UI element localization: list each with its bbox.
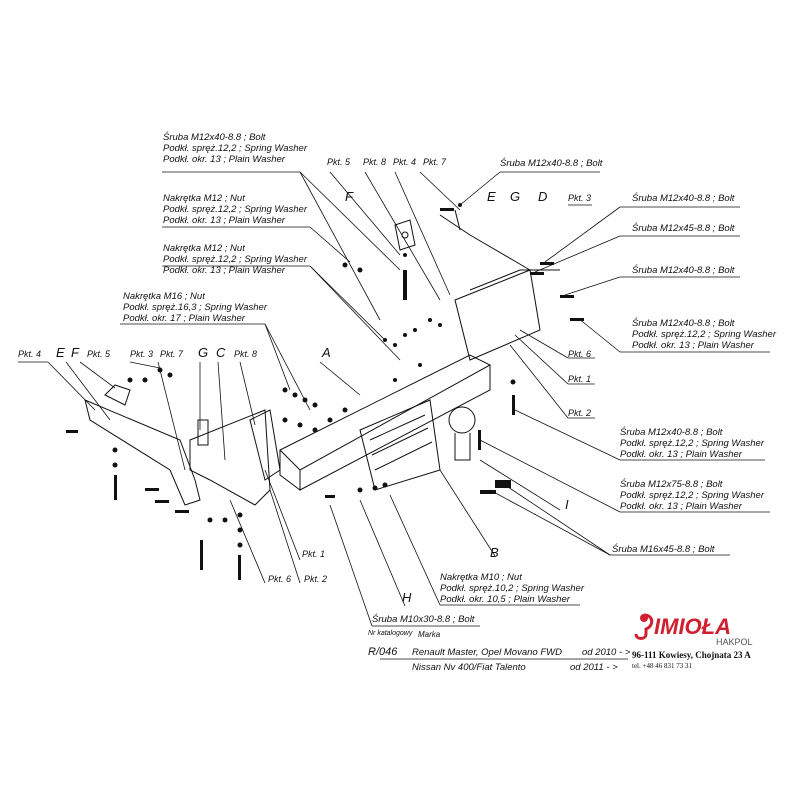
pkt-7-top: Pkt. 7: [423, 157, 447, 167]
pkt-4-left: Pkt. 4: [18, 349, 42, 359]
pkt-5-left: Pkt. 5: [87, 349, 111, 359]
pkt-2-right: Pkt. 2: [568, 408, 592, 418]
callout-line: Podkł. okr. 13 ; Plain Washer: [163, 265, 285, 276]
callout-line: Podkł. okr. 13 ; Plain Washer: [620, 501, 742, 512]
callout-line: Podkł. spręż.12,2 ; Spring Washer: [163, 204, 307, 215]
callout-bolt-m10x30: Śruba M10x30-8.8 ; Bolt: [372, 614, 474, 625]
part-letter-e-left: E: [56, 345, 65, 360]
vehicle-model-1: Renault Master, Opel Movano FWD: [412, 647, 562, 658]
vehicle-date-2: od 2011 - >: [570, 662, 618, 673]
callout-bolt-m12x40-r2: Śruba M12x40-8.8 ; Bolt: [632, 265, 734, 276]
callout-line: Podkł. spręż.12,2 ; Spring Washer: [620, 438, 764, 449]
part-letter-d: D: [538, 189, 548, 204]
pkt-3-right: Pkt. 3: [568, 193, 592, 203]
callout-line: Podkł. spręż.12,2 ; Spring Washer: [163, 143, 307, 154]
callout-line: Podkł. spręż.12,2 ; Spring Washer: [632, 329, 776, 340]
pkt-8-left: Pkt. 8: [234, 349, 258, 359]
pkt-5-top: Pkt. 5: [327, 157, 351, 167]
callout-line: Podkł. okr. 13 ; Plain Washer: [620, 449, 742, 460]
part-letter-e-right: E: [487, 189, 496, 204]
catalog-code: R/046: [368, 646, 398, 658]
part-letter-b: B: [490, 545, 499, 560]
part-letter-a: A: [322, 345, 331, 360]
callout-line: Śruba M16x45-8.8 ; Bolt: [612, 544, 715, 555]
callout-line: Podkł. okr. 13 ; Plain Washer: [632, 340, 754, 351]
callout-bolt-m12x45-r: Śruba M12x45-8.8 ; Bolt: [632, 223, 734, 234]
brand-phone: tel. +48 46 831 73 31: [632, 662, 692, 670]
part-letter-c: C: [216, 345, 226, 360]
vehicle-date-1: od 2010 - >: [582, 647, 631, 658]
callout-nut-m12-a: Nakrętka M12 ; Nut Podkł. spręż.12,2 ; S…: [163, 193, 307, 226]
callout-bolt-m12x40-r4: Śruba M12x40-8.8 ; Bolt Podkł. spręż.12,…: [620, 427, 764, 460]
callout-bolt-m12x40-top2: Śruba M12x40-8.8 ; Bolt: [500, 158, 602, 169]
callout-nut-m16: Nakrętka M16 ; Nut Podkł. spręż.16,3 ; S…: [123, 291, 267, 324]
crossbar-a: [279, 354, 492, 491]
catalog-number-label: Nr katalogowy: [368, 630, 413, 637]
callout-line: Podkł. okr. 17 ; Plain Washer: [123, 313, 245, 324]
part-letter-i: I: [565, 497, 569, 512]
callout-line: Śruba M12x40-8.8 ; Bolt: [632, 193, 735, 204]
callout-line: Śruba M12x45-8.8 ; Bolt: [632, 223, 735, 234]
brand-subname: HAKPOL: [716, 637, 753, 647]
right-bracket: [454, 269, 541, 361]
pkt-3-left: Pkt. 3: [130, 349, 154, 359]
callout-bolt-m12x40-top: Śruba M12x40-8.8 ; Bolt Podkł. spręż.12,…: [163, 132, 307, 165]
pkt-8-top: Pkt. 8: [363, 157, 387, 167]
mounting-plate-b: [359, 399, 441, 491]
callout-line: Śruba M12x40-8.8 ; Bolt: [500, 158, 603, 169]
part-letter-h: H: [402, 590, 412, 605]
pkt-6-bottom: Pkt. 6: [268, 574, 292, 584]
part-letter-f-left: F: [71, 345, 79, 360]
callout-line: Śruba M12x75-8.8 ; Bolt: [620, 479, 723, 490]
callout-nut-m10: Nakrętka M10 ; Nut Podkł. spręż.10,2 ; S…: [440, 572, 584, 605]
callout-nut-m12-b: Nakrętka M12 ; Nut Podkł. spręż.12,2 ; S…: [163, 243, 307, 276]
hook-logo-icon: [634, 613, 654, 640]
callout-line: Podkł. okr. 10,5 ; Plain Washer: [440, 594, 570, 605]
brand-address: 96-111 Kowiesy, Chojnata 23 A: [632, 650, 751, 660]
callout-line: Podkł. spręż.10,2 ; Spring Washer: [440, 583, 584, 594]
brand-logo: IMIOŁA HAKPOL 96-111 Kowiesy, Chojnata 2…: [632, 613, 792, 674]
left-bracket-c: [189, 409, 271, 506]
pkt-1-right: Pkt. 1: [568, 374, 592, 384]
vehicle-model-2: Nissan Nv 400/Fiat Talento: [412, 662, 526, 673]
callout-line: Śruba M10x30-8.8 ; Bolt: [372, 614, 475, 625]
pkt-6-right: Pkt. 6: [568, 349, 592, 359]
part-letter-g-left: G: [198, 345, 209, 360]
part-letter-f-top: F: [345, 189, 353, 204]
callout-line: Podkł. okr. 13 ; Plain Washer: [163, 154, 285, 165]
callout-bolt-m12x40-r3: Śruba M12x40-8.8 ; Bolt Podkł. spręż.12,…: [632, 318, 776, 351]
pkt-4-top: Pkt. 4: [393, 157, 417, 167]
left-arm-e: [84, 399, 201, 506]
tow-ball: [448, 406, 476, 434]
callout-line: Nakrętka M10 ; Nut: [440, 572, 522, 583]
callout-line: Nakrętka M16 ; Nut: [123, 291, 205, 302]
pkt-1-bottom: Pkt. 1: [302, 549, 326, 559]
callout-line: Podkł. spręż.12,2 ; Spring Washer: [163, 254, 307, 265]
brand-name: IMIOŁA: [654, 614, 731, 639]
pkt-7-left: Pkt. 7: [160, 349, 184, 359]
callout-line: Podkł. spręż.12,2 ; Spring Washer: [620, 490, 764, 501]
callout-line: Podkł. spręż.16,3 ; Spring Washer: [123, 302, 267, 313]
bracket-f: [394, 219, 416, 251]
callout-line: Śruba M12x40-8.8 ; Bolt: [620, 427, 723, 438]
part-letter-g-right: G: [510, 189, 521, 204]
callout-line: Podkł. okr. 13 ; Plain Washer: [163, 215, 285, 226]
callout-line: Śruba M12x40-8.8 ; Bolt: [632, 318, 735, 329]
callout-bolt-m16x45: Śruba M16x45-8.8 ; Bolt: [612, 544, 714, 555]
pkt-2-bottom: Pkt. 2: [304, 574, 328, 584]
callout-bolt-m12x75: Śruba M12x75-8.8 ; Bolt Podkł. spręż.12,…: [620, 479, 764, 512]
callout-bolt-m12x40-r1: Śruba M12x40-8.8 ; Bolt: [632, 193, 734, 204]
callout-line: Nakrętka M12 ; Nut: [163, 193, 245, 204]
callout-line: Śruba M12x40-8.8 ; Bolt: [632, 265, 735, 276]
brand-label: Marka: [418, 630, 441, 639]
callout-line: Nakrętka M12 ; Nut: [163, 243, 245, 254]
callout-line: Śruba M12x40-8.8 ; Bolt: [163, 132, 266, 143]
